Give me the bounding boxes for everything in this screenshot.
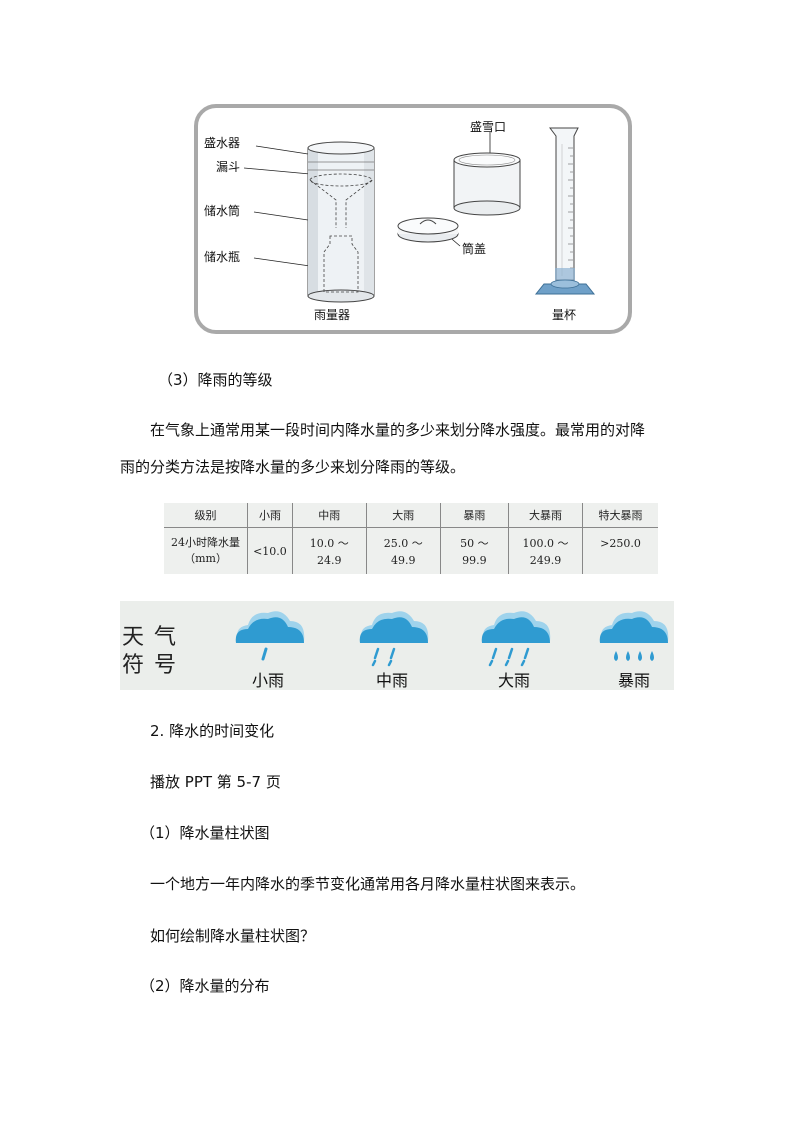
rainstorm-icon [599, 611, 669, 661]
symbol-label: 大雨 [497, 671, 530, 690]
rain-level-table: 级别 小雨 中雨 大雨 暴雨 大暴雨 特大暴雨 24小时降水量（mm） <10.… [164, 503, 658, 574]
paragraph-line-2: 雨的分类方法是按降水量的多少来划分降雨的等级。 [120, 458, 466, 476]
gauge-cylinder [307, 141, 375, 303]
table-header-cell: 大雨 [366, 503, 441, 528]
moderate-rain-icon [359, 611, 429, 667]
table-header-cell: 级别 [164, 503, 249, 528]
table-header-cell: 暴雨 [440, 503, 509, 528]
ppt-instruction: 播放 PPT 第 5-7 页 [150, 773, 281, 791]
paragraph: 一个地方一年内降水的季节变化通常用各月降水量柱状图来表示。 [150, 875, 586, 893]
subheading-bar-chart: （1）降水量柱状图 [140, 824, 270, 842]
label-snow-mouth: 盛雪口 [470, 120, 507, 134]
table-row-label: 24小时降水量（mm） [164, 527, 249, 574]
table-header-row: 级别 小雨 中雨 大雨 暴雨 大暴雨 特大暴雨 [164, 503, 658, 528]
subheading-distribution: （2）降水量的分布 [140, 977, 270, 995]
table-cell: >250.0 [600, 537, 641, 550]
heavy-rain-icon [481, 611, 551, 667]
symbol-label: 暴雨 [617, 671, 650, 690]
table-cell: 25.0 ～49.9 [366, 527, 441, 574]
question: 如何绘制降水量柱状图？ [150, 927, 316, 945]
paragraph-line-1: 在气象上通常用某一段时间内降水量的多少来划分降水强度。最常用的对降 [150, 421, 646, 439]
table-header-cell: 中雨 [292, 503, 367, 528]
symbols-title-char: 号 [154, 653, 177, 678]
table-cell: 10.0 ～24.9 [292, 527, 367, 574]
symbols-title-char: 气 [154, 625, 177, 650]
rain-gauge-illustration [243, 127, 596, 303]
symbols-title-char: 符 [122, 653, 145, 678]
label-bottle: 储水瓶 [204, 250, 241, 264]
lid [397, 217, 459, 243]
table-header-cell: 小雨 [247, 503, 293, 528]
label-funnel: 漏斗 [216, 160, 241, 174]
table-cell: <10.0 [247, 527, 293, 574]
label-gauge: 雨量器 [314, 308, 351, 322]
rain-gauge-figure: 盛水器 漏斗 储水筒 储水瓶 雨量器 盛雪口 筒盖 量杯 [194, 104, 632, 334]
table-cell: 100.0 ～ 249.9 [508, 527, 584, 574]
light-rain-icon [235, 611, 305, 661]
table-row: 24小时降水量（mm） <10.0 10.0 ～24.9 25.0 ～49.9 … [164, 527, 658, 574]
heading-rain-levels: （3）降雨的等级 [158, 371, 273, 389]
label-lid: 筒盖 [462, 242, 487, 256]
snow-container [453, 152, 521, 216]
symbols-title-char: 天 [122, 625, 145, 650]
label-cylinder: 储水筒 [204, 204, 241, 218]
table-header-cell: 特大暴雨 [582, 503, 658, 528]
symbol-label: 中雨 [375, 671, 408, 690]
label-funnel-top: 盛水器 [204, 136, 241, 150]
label-measuring-cup: 量杯 [552, 308, 577, 322]
section-heading: 2. 降水的时间变化 [150, 722, 275, 740]
measuring-cup [534, 127, 596, 295]
weather-symbols-panel: 天 气 符 号 小雨 中雨 大雨 暴雨 [120, 601, 674, 690]
symbol-label: 小雨 [251, 671, 284, 690]
table-header-cell: 大暴雨 [508, 503, 584, 528]
table-cell: 50 ～99.9 [440, 527, 509, 574]
